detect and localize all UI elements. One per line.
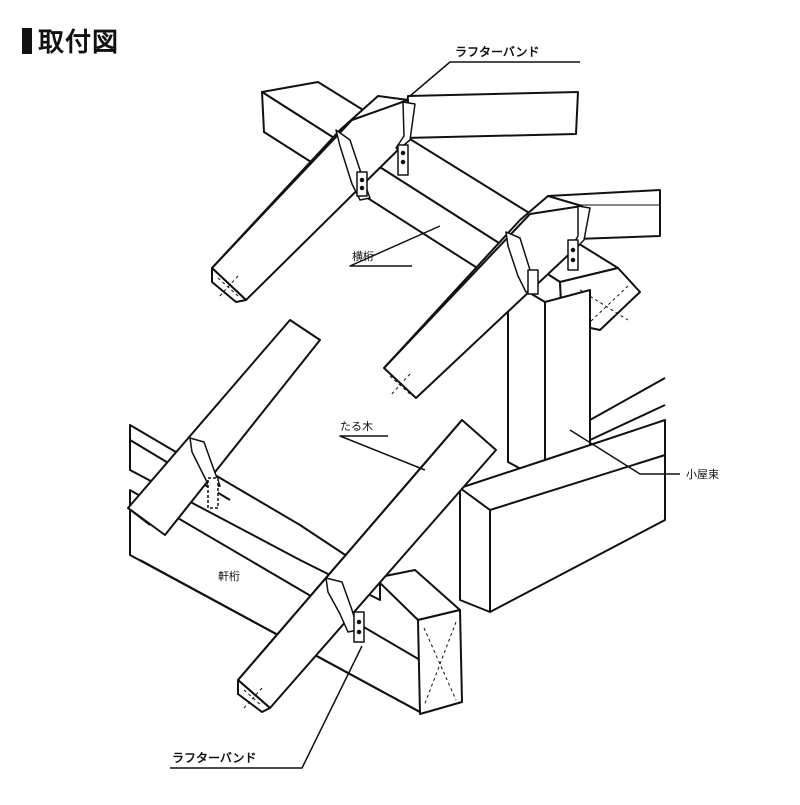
label-rafter-band-top: ラフターバンド <box>455 45 539 59</box>
rafter-3 <box>127 319 321 536</box>
rafter-band-3 <box>189 437 221 509</box>
header: 取付図 <box>22 22 119 59</box>
rafter-band-2 <box>505 205 591 295</box>
rafter-band-1 <box>335 101 416 201</box>
label-noki-keta: 軒桁 <box>218 569 240 583</box>
rafter-stub-upper-1 <box>399 91 579 143</box>
page-title: 取付図 <box>38 28 120 58</box>
label-taruki: たる木 <box>340 420 373 433</box>
label-moya-keta: 横桁 <box>352 249 374 263</box>
rafter-1 <box>211 95 409 303</box>
rafter-band-4 <box>325 577 365 643</box>
title-marker-icon <box>22 27 32 54</box>
lower-beam-right <box>459 419 666 613</box>
label-koya-tsuka: 小屋束 <box>686 468 719 481</box>
eave-beam-end <box>374 569 463 715</box>
leader-lines <box>170 61 680 769</box>
label-rafter-band-bottom: ラフターバンド <box>172 751 256 765</box>
rafter-4 <box>237 419 497 713</box>
